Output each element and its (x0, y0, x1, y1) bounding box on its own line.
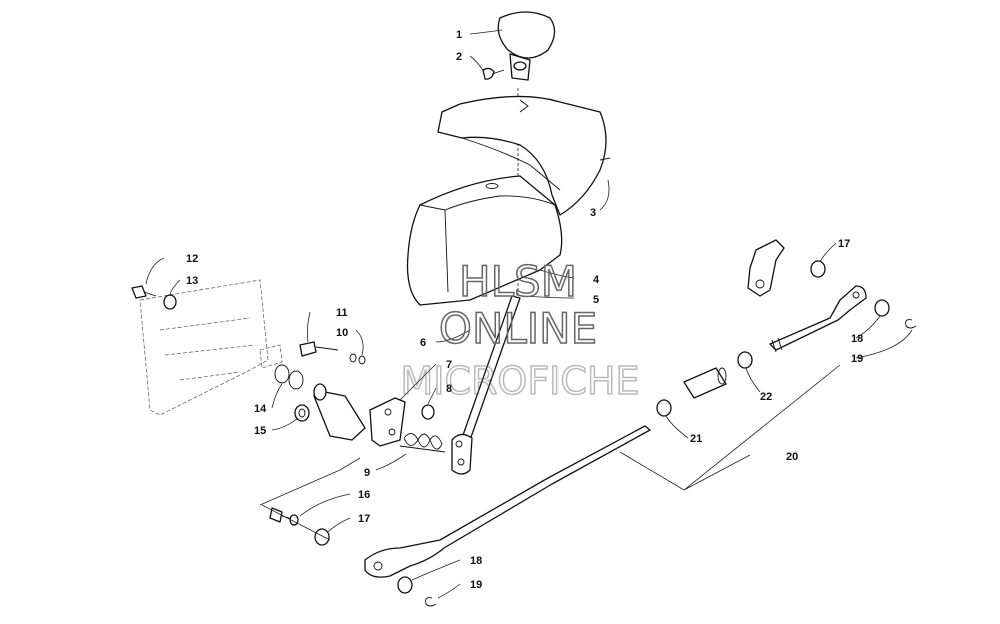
part-washer-18-upper[interactable] (874, 299, 890, 317)
watermark-line2: ONLINE (439, 304, 597, 353)
callout-13: 13 (186, 275, 198, 287)
group-bracket-16-17 (259, 457, 361, 541)
callout-18-upper: 18 (851, 333, 863, 345)
callout-1: 1 (456, 29, 462, 41)
callout-17-upper: 17 (838, 238, 850, 250)
part-shift-lever[interactable] (451, 295, 521, 475)
callout-16: 16 (358, 489, 370, 501)
part-clip-19-lower[interactable] (425, 597, 437, 607)
part-bushing-17-lower[interactable] (314, 528, 330, 546)
callout-9: 9 (364, 467, 370, 479)
callout-7: 7 (446, 359, 452, 371)
part-washers-10[interactable] (349, 353, 366, 365)
part-spring[interactable] (399, 433, 446, 453)
callout-15: 15 (254, 425, 266, 437)
callout-3: 3 (590, 207, 596, 219)
part-nut-21[interactable] (656, 399, 672, 417)
part-frame-bracket (139, 279, 283, 416)
part-upper-cover[interactable] (437, 95, 611, 216)
watermark-line1: HLSM (459, 257, 577, 306)
part-clip-19-upper[interactable] (905, 319, 917, 329)
part-idler-arm (747, 239, 785, 297)
callout-19-upper: 19 (851, 353, 863, 365)
part-bolt-12[interactable] (131, 285, 157, 299)
part-bolt-11[interactable] (299, 341, 339, 357)
callout-12: 12 (186, 253, 198, 265)
callout-14: 14 (254, 403, 267, 415)
group-bracket-20 (619, 364, 841, 491)
callout-6: 6 (420, 337, 426, 349)
part-washer-18-lower[interactable] (397, 576, 413, 594)
part-bushing-17-upper[interactable] (810, 260, 826, 278)
callout-2: 2 (456, 51, 462, 63)
part-upper-rod[interactable] (769, 285, 867, 353)
callout-19-lower: 19 (470, 579, 482, 591)
callout-11: 11 (336, 307, 348, 319)
part-pivot-shaft[interactable] (313, 383, 366, 441)
part-washer-15[interactable] (294, 404, 310, 422)
callout-21: 21 (690, 433, 702, 445)
callout-8: 8 (446, 383, 452, 395)
watermark-line3: MICROFICHE (400, 359, 639, 403)
part-lower-boot[interactable] (406, 175, 563, 306)
callout-20: 20 (786, 451, 798, 463)
callout-18-lower: 18 (470, 555, 482, 567)
part-washer-13[interactable] (163, 294, 177, 310)
part-nut-8[interactable] (421, 404, 435, 420)
callout-4: 4 (593, 274, 600, 286)
part-shift-rod[interactable] (364, 425, 651, 578)
part-knob[interactable] (497, 11, 556, 81)
part-o-rings[interactable] (274, 364, 304, 390)
callout-22: 22 (760, 391, 772, 403)
part-coupler[interactable] (683, 367, 727, 399)
callout-17-lower: 17 (358, 513, 370, 525)
callout-5: 5 (593, 294, 599, 306)
part-screw[interactable] (482, 67, 505, 80)
part-pivot-bracket[interactable] (369, 397, 406, 447)
callout-10: 10 (336, 327, 348, 339)
part-nut-22[interactable] (737, 351, 753, 369)
